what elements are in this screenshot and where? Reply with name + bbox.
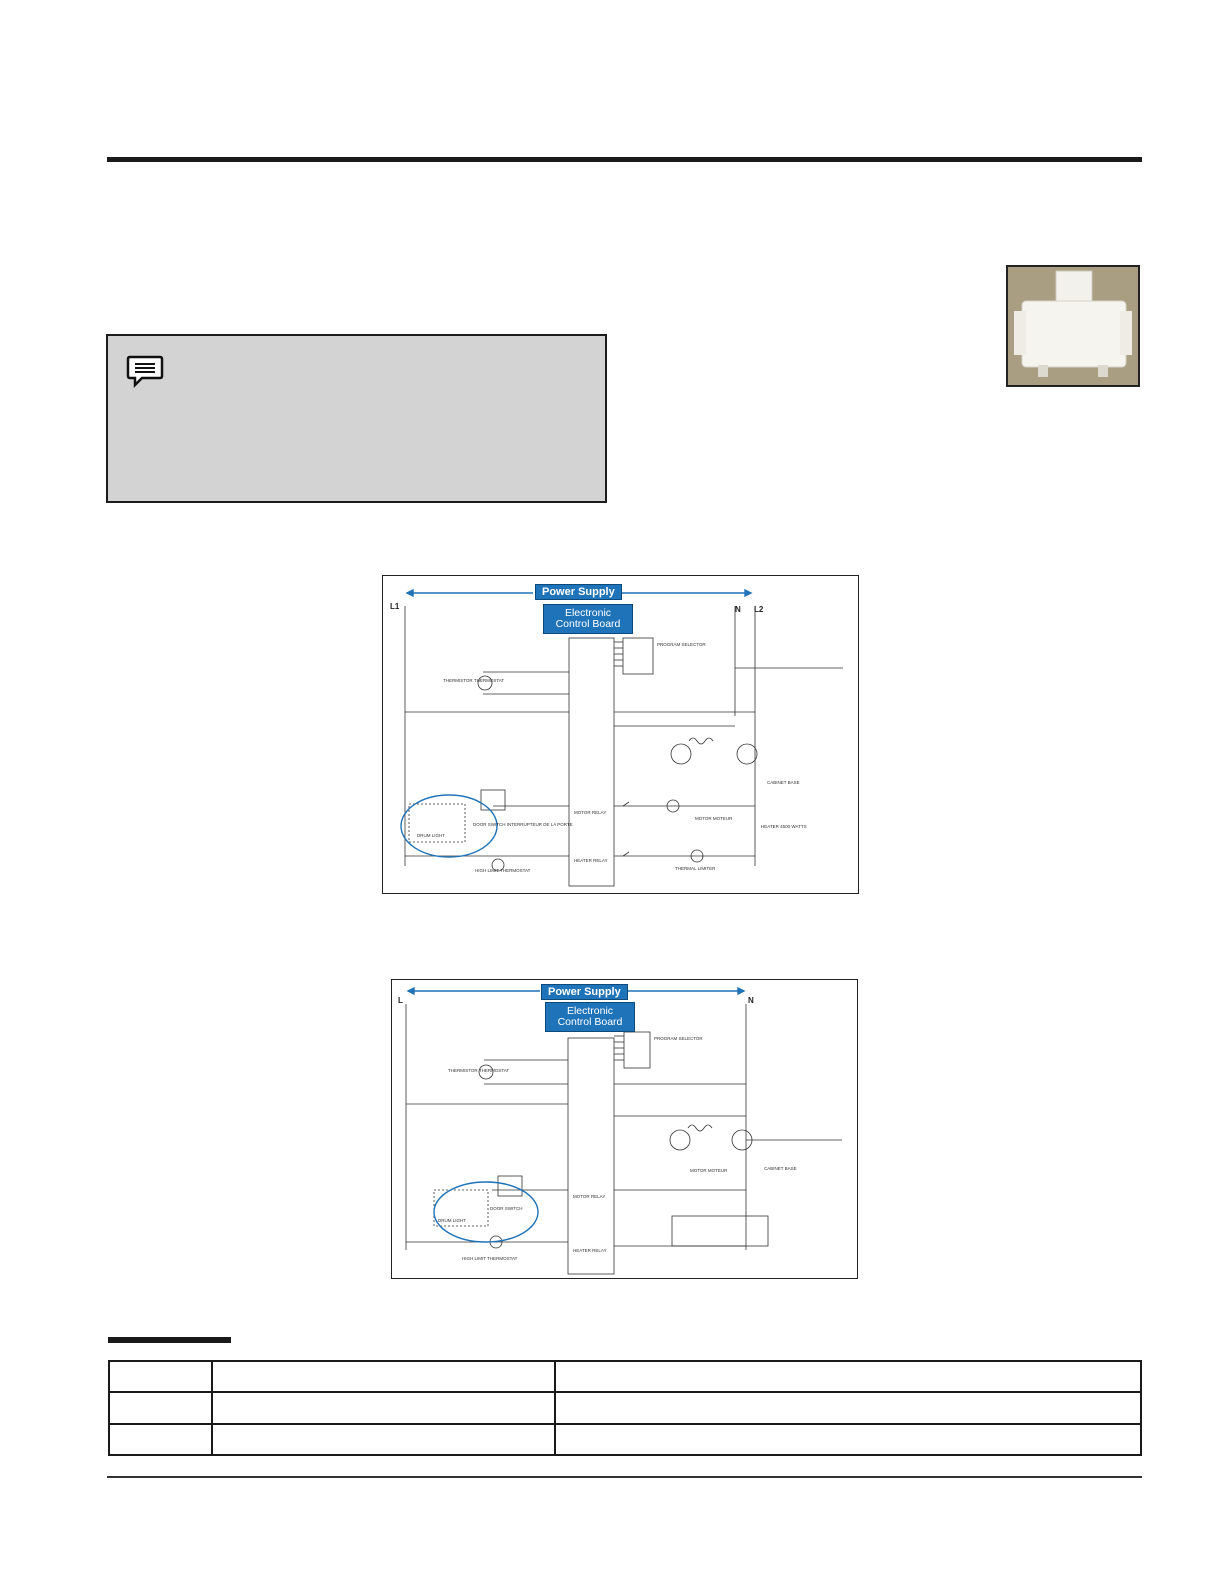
bottom-rule xyxy=(107,1476,1142,1478)
table-row xyxy=(108,1359,1142,1394)
note-box xyxy=(106,334,607,503)
component-label: CABINET BASE xyxy=(764,1166,797,1171)
table-row xyxy=(108,1391,1142,1425)
table-cell xyxy=(554,1391,1142,1425)
wiring-schematic-2 xyxy=(405,986,842,1275)
component-label: DOOR SWITCH INTERRUPTEUR DE LA PORTE xyxy=(473,822,573,827)
line-l2-label: L2 xyxy=(754,605,764,614)
table-cell xyxy=(211,1359,556,1394)
component-label: HEATER RELAY xyxy=(574,858,608,863)
table-cell xyxy=(108,1422,213,1457)
note-speech-icon xyxy=(126,354,164,395)
wiring-schematic-1 xyxy=(400,588,843,887)
component-label: HIGH LIMIT THERMOSTAT xyxy=(475,868,531,873)
component-label: PROGRAM SELECTOR xyxy=(654,1036,703,1041)
line-l1-label: L1 xyxy=(390,602,400,611)
table-cell xyxy=(108,1391,213,1425)
table-cell xyxy=(211,1391,556,1425)
component-label: THERMISTOR THERMOSTAT xyxy=(448,1068,510,1073)
component-label: MOTOR MOTEUR xyxy=(690,1168,728,1173)
component-label: DOOR SWITCH xyxy=(490,1206,523,1211)
component-label: MOTOR RELAY xyxy=(573,1194,606,1199)
component-label: HEATER 4500 WATTS xyxy=(761,824,807,829)
component-label: MOTOR RELAY xyxy=(574,810,607,815)
component-label: THERMISTOR THERMOSTAT xyxy=(443,678,505,683)
power-supply-label: Power Supply xyxy=(535,584,622,600)
door-switch-photo xyxy=(1006,265,1140,387)
table-cell xyxy=(108,1359,213,1394)
component-label: HEATER RELAY xyxy=(573,1248,607,1253)
component-label: CABINET BASE xyxy=(767,780,800,785)
line-n-label: N xyxy=(748,996,754,1005)
component-label: THERMAL LIMITER xyxy=(675,866,716,871)
table-cell xyxy=(554,1422,1142,1457)
component-label: HIGH LIMIT THERMOSTAT xyxy=(462,1256,518,1261)
table-cell xyxy=(211,1422,556,1457)
top-rule xyxy=(107,157,1142,162)
component-label: MOTOR MOTEUR xyxy=(695,816,733,821)
line-l-label: L xyxy=(398,996,403,1005)
line-n-label: N xyxy=(735,605,741,614)
table-row xyxy=(108,1422,1142,1457)
power-supply-label: Power Supply xyxy=(541,984,628,1000)
section-rule xyxy=(108,1337,231,1343)
component-label: PROGRAM SELECTOR xyxy=(657,642,706,647)
spec-table xyxy=(108,1359,1142,1457)
component-label: DRUM LIGHT xyxy=(417,833,445,838)
table-cell xyxy=(554,1359,1142,1394)
component-label: DRUM LIGHT xyxy=(438,1218,466,1223)
